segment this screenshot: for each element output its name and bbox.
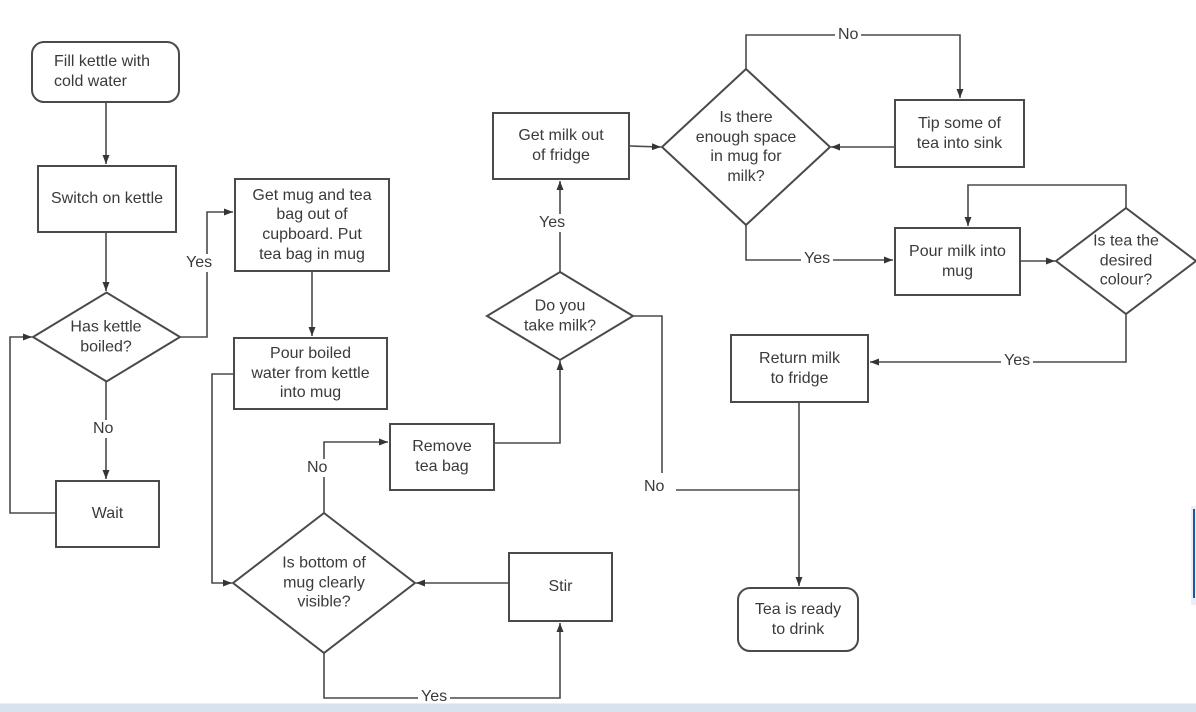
node-fill-kettle-label: Fill kettle with cold water	[54, 53, 151, 90]
node-pour-boiled-water-label: Pour boiled water from kettle into mug	[251, 345, 370, 402]
edge-label-yes-bottom-visible: Yes	[418, 688, 451, 706]
node-tip-some-of-tea: Tip some of tea into sink	[894, 99, 1025, 168]
node-get-milk-out-of-fridge-label: Get milk out of fridge	[518, 127, 604, 164]
edge-boiled-yes-to-getmug	[180, 208, 233, 338]
edge-getmilk-to-enoughspace	[629, 143, 662, 151]
node-has-kettle-boiled-shape	[31, 291, 182, 383]
node-get-mug-and-tea-bag-label: Get mug and tea bag out of cupboard. Put…	[252, 186, 372, 263]
node-is-tea-desired-colour-shape	[1054, 206, 1196, 316]
edge-label-no-take-milk: No	[641, 478, 668, 496]
edge-label-yes-take-milk: Yes	[536, 214, 569, 232]
right-edge-accent-line	[1193, 509, 1195, 598]
edge-label-yes-has-boiled: Yes	[183, 254, 216, 272]
node-wait-label: Wait	[91, 505, 124, 523]
edge-teadesired-loop-to-pourmilk	[964, 184, 1127, 226]
node-return-milk-to-fridge-label: Return milk to fridge	[759, 349, 840, 387]
node-switch-on-kettle: Switch on kettle	[37, 165, 177, 233]
node-tea-is-ready-label: Tea is ready to drink	[754, 600, 842, 638]
node-switch-on-kettle-label: Switch on kettle	[50, 190, 164, 208]
node-get-milk-out-of-fridge: Get milk out of fridge	[492, 112, 630, 180]
node-wait: Wait	[55, 480, 160, 548]
node-remove-tea-bag-label: Remove tea bag	[412, 438, 472, 475]
edge-enoughspace-yes-to-pourmilk	[745, 225, 893, 264]
node-pour-boiled-water: Pour boiled water from kettle into mug	[233, 337, 388, 410]
right-edge-panel-sliver	[1191, 506, 1196, 605]
node-remove-tea-bag: Remove tea bag	[389, 423, 495, 491]
node-tip-some-of-tea-label: Tip some of tea into sink	[916, 114, 1003, 152]
edge-takemilk-no-segment-a	[633, 315, 663, 473]
bottom-bar	[0, 703, 1196, 712]
edge-bottomvisible-no-to-removebag	[323, 438, 388, 513]
node-tea-is-ready: Tea is ready to drink	[737, 587, 859, 652]
node-stir: Stir	[508, 552, 613, 622]
edge-label-yes-enough-space: Yes	[801, 250, 834, 268]
edge-pour-loop-to-bottomvisible	[211, 373, 233, 587]
edge-wait-loop-to-boiled	[9, 333, 55, 514]
edge-label-no-bottom-visible: No	[304, 459, 331, 477]
edge-removebag-to-takemilk	[495, 361, 564, 444]
edge-label-yes-desired-colour: Yes	[1001, 352, 1034, 370]
node-stir-label: Stir	[548, 578, 573, 596]
node-pour-milk-into-mug: Pour milk into mug	[894, 227, 1021, 296]
node-return-milk-to-fridge: Return milk to fridge	[730, 334, 869, 403]
edge-label-no-has-boiled: No	[90, 420, 117, 438]
edge-label-no-enough-space: No	[835, 26, 862, 44]
node-pour-milk-into-mug-label: Pour milk into mug	[909, 242, 1006, 280]
node-fill-kettle: Fill kettle with cold water	[31, 41, 180, 103]
edge-bottomvisible-yes-to-stir	[323, 623, 564, 699]
node-do-you-take-milk-shape	[485, 270, 635, 362]
edge-enoughspace-no-to-tipsome	[745, 34, 964, 98]
edge-teadesired-yes-to-returnmilk	[870, 314, 1127, 366]
node-is-bottom-visible-shape	[231, 511, 417, 655]
node-get-mug-and-tea-bag: Get mug and tea bag out of cupboard. Put…	[234, 178, 390, 272]
node-is-there-enough-space-shape	[660, 67, 832, 227]
